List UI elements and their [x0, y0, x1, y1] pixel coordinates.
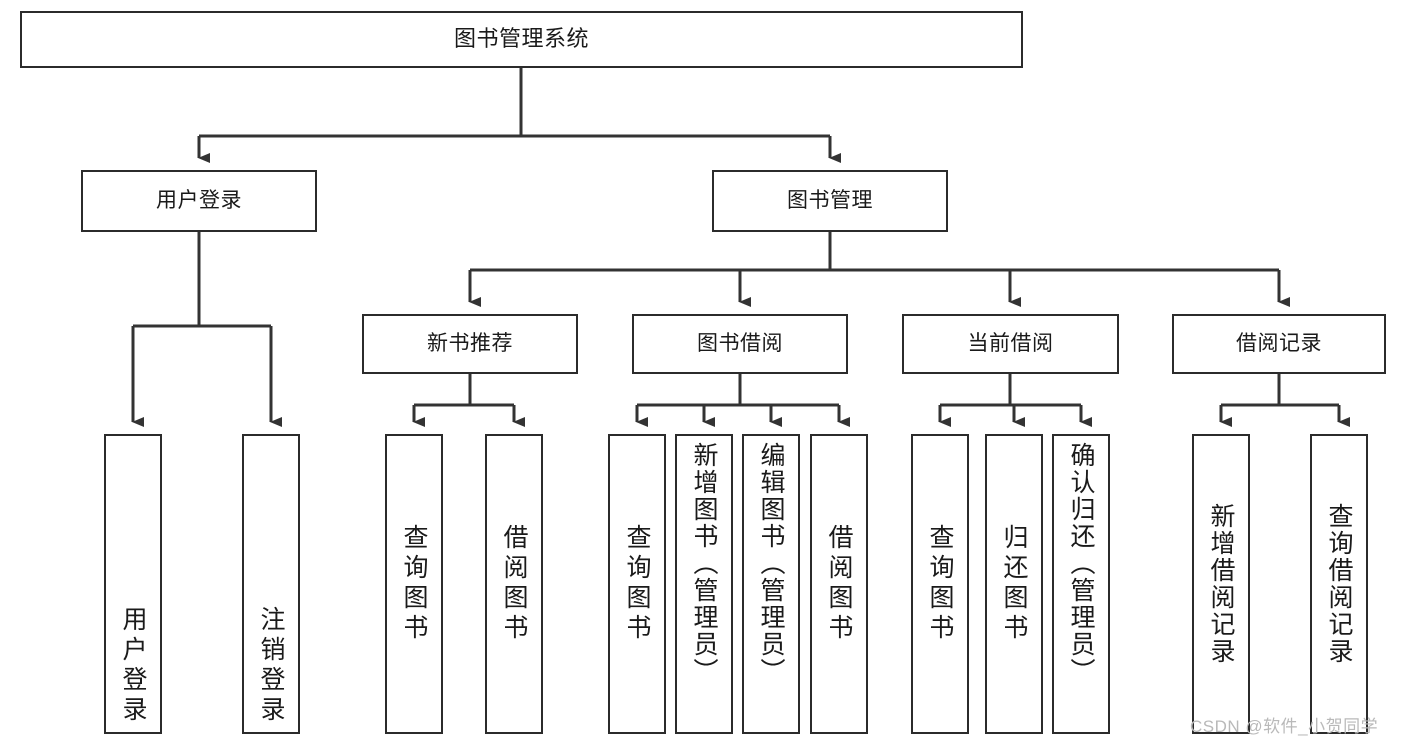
node-level2-0-label: 用户登录 [156, 189, 242, 213]
node-level3-0[interactable]: 新书推荐 [362, 314, 578, 374]
node-leaf-8[interactable]: 查询图书 [911, 434, 969, 734]
node-leaf-5-label: 新增图书（管理员） [690, 442, 718, 685]
node-leaf-4-label: 查询图书 [623, 524, 651, 644]
node-leaf-11[interactable]: 新增借阅记录 [1192, 434, 1250, 734]
node-leaf-0-label: 用户登录 [119, 606, 147, 726]
node-leaf-0[interactable]: 用户登录 [104, 434, 162, 734]
node-level3-2-label: 当前借阅 [967, 332, 1054, 356]
node-leaf-5[interactable]: 新增图书（管理员） [675, 434, 733, 734]
node-leaf-12[interactable]: 查询借阅记录 [1310, 434, 1368, 734]
node-leaf-11-label: 新增借阅记录 [1207, 503, 1235, 665]
node-leaf-2[interactable]: 查询图书 [385, 434, 443, 734]
node-leaf-3-label: 借阅图书 [500, 524, 528, 644]
node-level2-0[interactable]: 用户登录 [81, 170, 317, 232]
node-level3-1[interactable]: 图书借阅 [632, 314, 848, 374]
node-root-label: 图书管理系统 [453, 26, 589, 52]
node-leaf-2-label: 查询图书 [400, 524, 428, 644]
node-level3-1-label: 图书借阅 [697, 332, 783, 356]
node-leaf-3[interactable]: 借阅图书 [485, 434, 543, 734]
node-level3-0-label: 新书推荐 [427, 332, 513, 356]
node-level3-2[interactable]: 当前借阅 [902, 314, 1119, 374]
node-leaf-7[interactable]: 借阅图书 [810, 434, 868, 734]
node-level3-3-label: 借阅记录 [1236, 332, 1322, 356]
node-level2-1-label: 图书管理 [787, 189, 873, 213]
node-leaf-9[interactable]: 归还图书 [985, 434, 1043, 734]
node-leaf-1-label: 注销登录 [257, 606, 285, 726]
node-leaf-4[interactable]: 查询图书 [608, 434, 666, 734]
node-root[interactable]: 图书管理系统 [20, 11, 1023, 68]
node-leaf-10[interactable]: 确认归还（管理员） [1052, 434, 1110, 734]
node-leaf-6[interactable]: 编辑图书（管理员） [742, 434, 800, 734]
node-leaf-10-label: 确认归还（管理员） [1067, 442, 1095, 685]
node-leaf-9-label: 归还图书 [1000, 524, 1028, 644]
node-leaf-12-label: 查询借阅记录 [1325, 503, 1353, 665]
node-leaf-8-label: 查询图书 [926, 524, 954, 644]
node-leaf-7-label: 借阅图书 [825, 524, 853, 644]
node-leaf-1[interactable]: 注销登录 [242, 434, 300, 734]
node-level2-1[interactable]: 图书管理 [712, 170, 948, 232]
csdn-watermark: CSDN @软件_小贺同学 [1190, 717, 1379, 736]
node-leaf-6-label: 编辑图书（管理员） [757, 442, 785, 685]
node-level3-3[interactable]: 借阅记录 [1172, 314, 1386, 374]
